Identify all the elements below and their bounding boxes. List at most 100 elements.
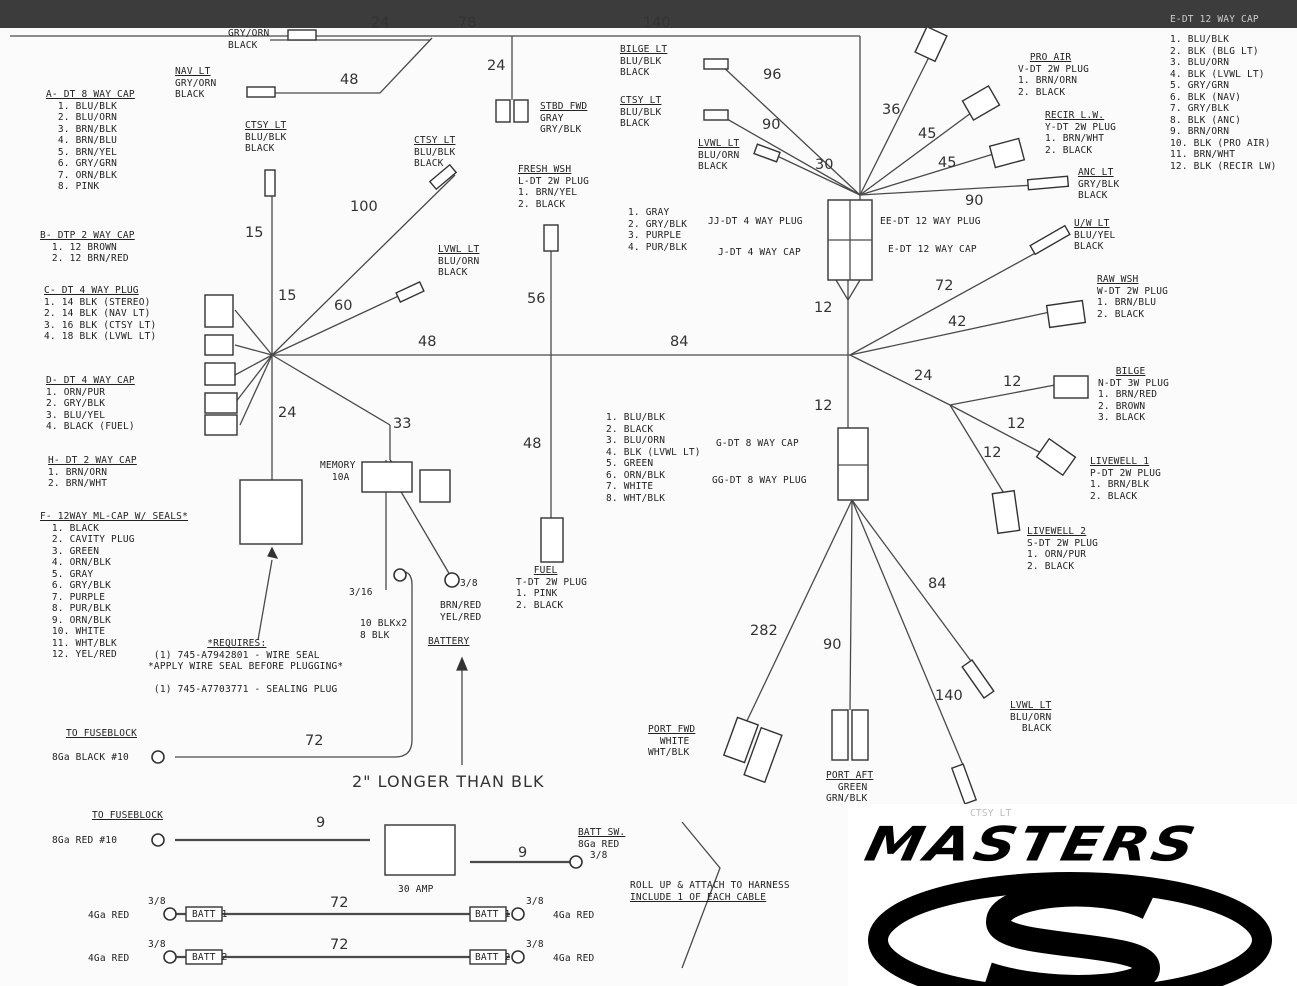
length-label: 30 xyxy=(815,157,834,173)
length-label: 48 xyxy=(523,436,542,452)
length-label: 72 xyxy=(305,733,324,749)
gg-plug-label: GG-DT 8 WAY PLUG xyxy=(712,475,807,486)
batt1-right-tag: BATT 1 xyxy=(475,909,511,920)
length-label: 72 xyxy=(935,278,954,294)
connector xyxy=(495,99,511,123)
uw-lt-label: U/W LT BLU/YEL BLACK xyxy=(1074,218,1116,252)
batt2-left-tag: BATT 2 xyxy=(192,952,228,963)
length-label: 45 xyxy=(938,155,957,171)
connector xyxy=(361,461,413,493)
ring-terminal xyxy=(151,833,165,847)
terminal-boot xyxy=(469,906,507,922)
arrow-head xyxy=(267,546,279,559)
connector xyxy=(961,659,995,699)
to-fuseblock-1: TO FUSEBLOCK xyxy=(66,728,138,739)
anc-lt-label: GRY/ORN BLACK xyxy=(228,28,270,51)
top-toolbar-strip xyxy=(0,0,1297,28)
connector xyxy=(991,489,1021,535)
connector xyxy=(950,763,978,805)
wire xyxy=(234,344,273,356)
wire xyxy=(379,37,433,94)
wire xyxy=(234,309,273,356)
ctsy-lt-bottom-label: CTSY LT xyxy=(970,808,1012,819)
connector xyxy=(513,99,529,123)
length-label: 84 xyxy=(928,576,947,592)
recir-lw-label: RECIR L.W. Y-DT 2W PLUG 1. BRN/WHT 2. BL… xyxy=(1045,110,1117,156)
batt1-right-ring: 3/8 xyxy=(526,896,544,907)
length-label: 100 xyxy=(350,199,378,215)
livewell-1-label: LIVEWELL 1 P-DT 2W PLUG 1. BRN/BLK 2. BL… xyxy=(1090,456,1162,502)
c-plug-list: C- DT 4 WAY PLUG 1. 14 BLK (STEREO) 2. 1… xyxy=(44,285,157,342)
terminal-boot xyxy=(185,949,223,965)
length-label: 90 xyxy=(823,637,842,653)
wire xyxy=(271,174,456,356)
fuel-label: FUEL T-DT 2W PLUG 1. PINK 2. BLACK xyxy=(516,565,588,611)
length-label: 24 xyxy=(914,368,933,384)
wire xyxy=(849,244,1051,356)
length-label: 42 xyxy=(948,314,967,330)
wire xyxy=(859,151,1001,196)
connector xyxy=(204,414,238,436)
wire xyxy=(719,63,861,196)
to-fuseblock-2: TO FUSEBLOCK xyxy=(92,810,164,821)
fresh-wsh-label: FRESH WSH L-DT 2W PLUG 1. BRN/YEL 2. BLA… xyxy=(518,164,590,210)
livewell-2-label: LIVEWELL 2 S-DT 2W PLUG 1. ORN/PUR 2. BL… xyxy=(1027,526,1099,572)
connector xyxy=(703,109,729,121)
connector xyxy=(753,143,781,163)
ring-terminal xyxy=(511,950,525,964)
ring-3-16-label: 3/16 xyxy=(349,587,373,598)
battery-colors: BRN/RED YEL/RED xyxy=(440,600,482,623)
connector xyxy=(851,709,869,761)
length-label: 12 xyxy=(814,398,833,414)
connector xyxy=(1029,224,1071,256)
connector xyxy=(419,469,451,503)
terminal-boot xyxy=(469,949,507,965)
wire xyxy=(774,154,861,196)
connector xyxy=(204,362,236,386)
length-label: 56 xyxy=(527,291,546,307)
batt2-left-ring: 3/8 xyxy=(148,939,166,950)
connector xyxy=(1026,175,1070,191)
batt2-left-wire: 4Ga RED xyxy=(88,953,130,964)
connector xyxy=(837,427,869,501)
wire xyxy=(234,354,273,404)
length-label: 90 xyxy=(965,193,984,209)
wire xyxy=(851,499,966,771)
connector xyxy=(287,29,317,41)
battery-label: BATTERY xyxy=(428,636,470,647)
ring-terminal xyxy=(444,572,460,588)
length-label: 33 xyxy=(393,416,412,432)
port-fwd-label: PORT FWD WHITE WHT/BLK xyxy=(648,724,696,758)
connector xyxy=(264,169,276,197)
fuse-2-wire: 8Ga RED #10 xyxy=(52,835,118,846)
g-cap-label: G-DT 8 WAY CAP xyxy=(716,438,799,449)
ctsy-lt-left-label: CTSY LT BLU/BLK BLACK xyxy=(245,120,287,154)
raw-wsh-label: RAW WSH W-DT 2W PLUG 1. BRN/BLU 2. BLACK xyxy=(1097,274,1169,320)
length-label: 24 xyxy=(371,15,390,31)
connector xyxy=(743,726,783,784)
longer-note: 2" LONGER THAN BLK xyxy=(352,772,545,791)
length-label: 36 xyxy=(882,102,901,118)
length-label: 9 xyxy=(316,815,326,831)
batt1-left-ring: 3/8 xyxy=(148,896,166,907)
anc-lt-right-label: ANC LT GRY/BLK BLACK xyxy=(1078,167,1120,201)
length-label: 72 xyxy=(330,895,349,911)
length-label: 78 xyxy=(458,15,477,31)
b-cap-list: B- DTP 2 WAY CAP 1. 12 BROWN 2. 12 BRN/R… xyxy=(40,230,135,264)
wire xyxy=(835,279,849,301)
wire xyxy=(175,571,413,758)
connector xyxy=(1053,375,1089,399)
batt2-right-tag: BATT 2 xyxy=(475,952,511,963)
port-aft-label: PORT AFT GREEN GRN/BLK xyxy=(826,770,874,804)
wire xyxy=(239,354,273,426)
wire xyxy=(399,489,451,576)
wire xyxy=(271,354,391,426)
e-cap-list-title: E-DT 12 WAY CAP xyxy=(1170,14,1259,25)
h-cap-list: H- DT 2 WAY CAP 1. BRN/ORN 2. BRN/WHT xyxy=(48,455,137,489)
batt2-right-ring: 3/8 xyxy=(526,939,544,950)
lvwl-lt-right-label: LVWL LT BLU/ORN BLACK xyxy=(698,138,740,172)
memory-label: MEMORY 10A xyxy=(320,460,356,483)
pro-air-label: PRO AIR V-DT 2W PLUG 1. BRN/ORN 2. BLACK xyxy=(1018,52,1090,98)
stbd-fwd-label: STBD FWD GRAY GRY/BLK xyxy=(540,101,588,135)
bracket xyxy=(681,821,721,969)
